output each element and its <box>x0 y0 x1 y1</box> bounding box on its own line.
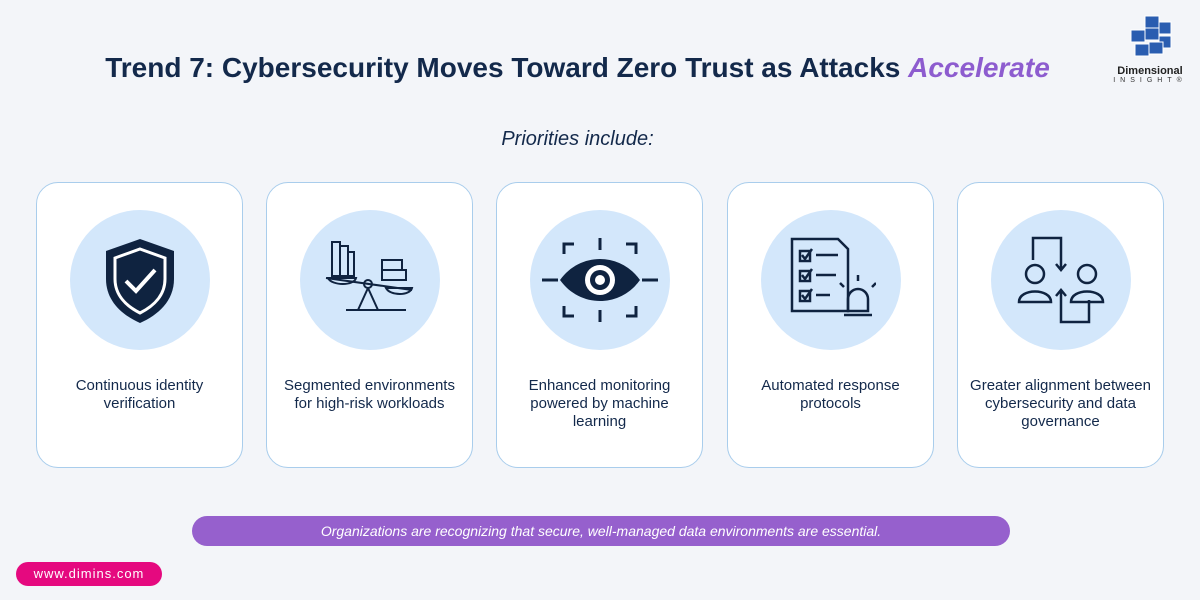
card-text: Segmented environments for high-risk wor… <box>284 377 455 412</box>
shield-check-icon <box>106 239 174 323</box>
priority-card: Greater alignment between cybersecurity … <box>957 182 1164 468</box>
balance-scale-icon <box>325 241 414 311</box>
website-link[interactable]: www.dimins.com <box>16 562 162 586</box>
priority-card: Automated response protocols <box>727 182 934 468</box>
card-text: Enhanced monitoring powered by machine l… <box>528 377 671 430</box>
card-text: Continuous identity verification <box>75 377 204 412</box>
title-text: Trend 7: Cybersecurity Moves Toward Zero… <box>105 52 909 83</box>
logo-tagline: INSIGHT® <box>1113 77 1187 84</box>
title-accent: Accelerate <box>908 52 1050 83</box>
priority-card: Continuous identity verification <box>36 182 243 468</box>
card-text: Automated response protocols <box>761 377 900 412</box>
checklist-alarm-icon <box>790 237 876 317</box>
cubes-logo-icon <box>1130 15 1172 57</box>
summary-banner: Organizations are recognizing that secur… <box>192 516 1010 546</box>
logo-name: Dimensional <box>1117 65 1183 77</box>
card-text: Greater alignment between cybersecurity … <box>970 377 1151 430</box>
priority-card: Enhanced monitoring powered by machine l… <box>496 182 703 468</box>
eye-monitor-icon <box>542 238 658 322</box>
priority-card: Segmented environments for high-risk wor… <box>266 182 473 468</box>
company-logo: Dimensional INSIGHT® <box>1108 14 1192 84</box>
users-exchange-icon <box>1017 236 1105 324</box>
page-title: Trend 7: Cybersecurity Moves Toward Zero… <box>0 52 1155 84</box>
subtitle: Priorities include: <box>501 128 654 150</box>
